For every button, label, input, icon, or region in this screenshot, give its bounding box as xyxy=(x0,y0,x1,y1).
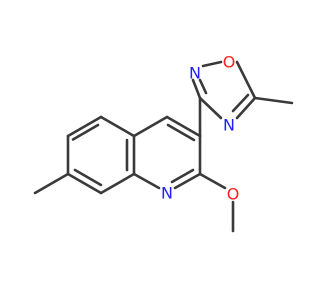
oxadiazole-oxygen-label: O xyxy=(223,53,236,72)
bond-c2-methoxy-o xyxy=(198,172,227,190)
methoxy-oxygen-label: O xyxy=(227,185,240,204)
bond-c6-c6-inner xyxy=(71,123,100,141)
oxadiazole-nitrogen-2-label: N xyxy=(189,64,201,83)
bond-c7-c8 xyxy=(66,172,103,195)
atom-oxadiazole-o: O xyxy=(223,53,236,72)
bond-c5-methyl xyxy=(253,96,294,105)
quinoline-nitrogen-label: N xyxy=(161,184,173,203)
bond-c5-n4-inner xyxy=(231,93,250,113)
atom-methoxy-o: O xyxy=(227,185,240,204)
bond-c3ox-n2 xyxy=(191,78,202,100)
bond-o1-c5 xyxy=(235,60,257,100)
atom-quinoline-n: N xyxy=(161,184,173,203)
bond-c2-n1 xyxy=(173,172,202,190)
bond-c4-c3-inner xyxy=(166,123,196,142)
atom-oxadiazole-n2: N xyxy=(189,64,201,83)
bond-c4-c3 xyxy=(165,115,202,138)
bond-c8-c8a xyxy=(99,172,136,195)
bond-n4-c3ox xyxy=(198,96,223,120)
bond-c7-c8-inner xyxy=(73,168,103,187)
bond-c5-c6 xyxy=(66,115,103,138)
molecule-canvas: O N N O N xyxy=(33,52,294,233)
bond-c2-n1-inner xyxy=(170,168,195,184)
bond-c5-n4 xyxy=(235,96,257,120)
bond-c4a-c5 xyxy=(99,115,136,138)
bond-c7-methyl xyxy=(33,172,70,195)
molecule-structure: O N N O N xyxy=(33,53,294,233)
atom-oxadiazole-n4: N xyxy=(223,116,235,135)
bond-c3ox-n2-inner xyxy=(198,78,208,95)
bond-n2-o1 xyxy=(201,60,223,68)
oxadiazole-nitrogen-4-label: N xyxy=(223,116,235,135)
bond-c4a-c4 xyxy=(132,115,169,138)
bond-n1-c8a xyxy=(132,172,161,190)
